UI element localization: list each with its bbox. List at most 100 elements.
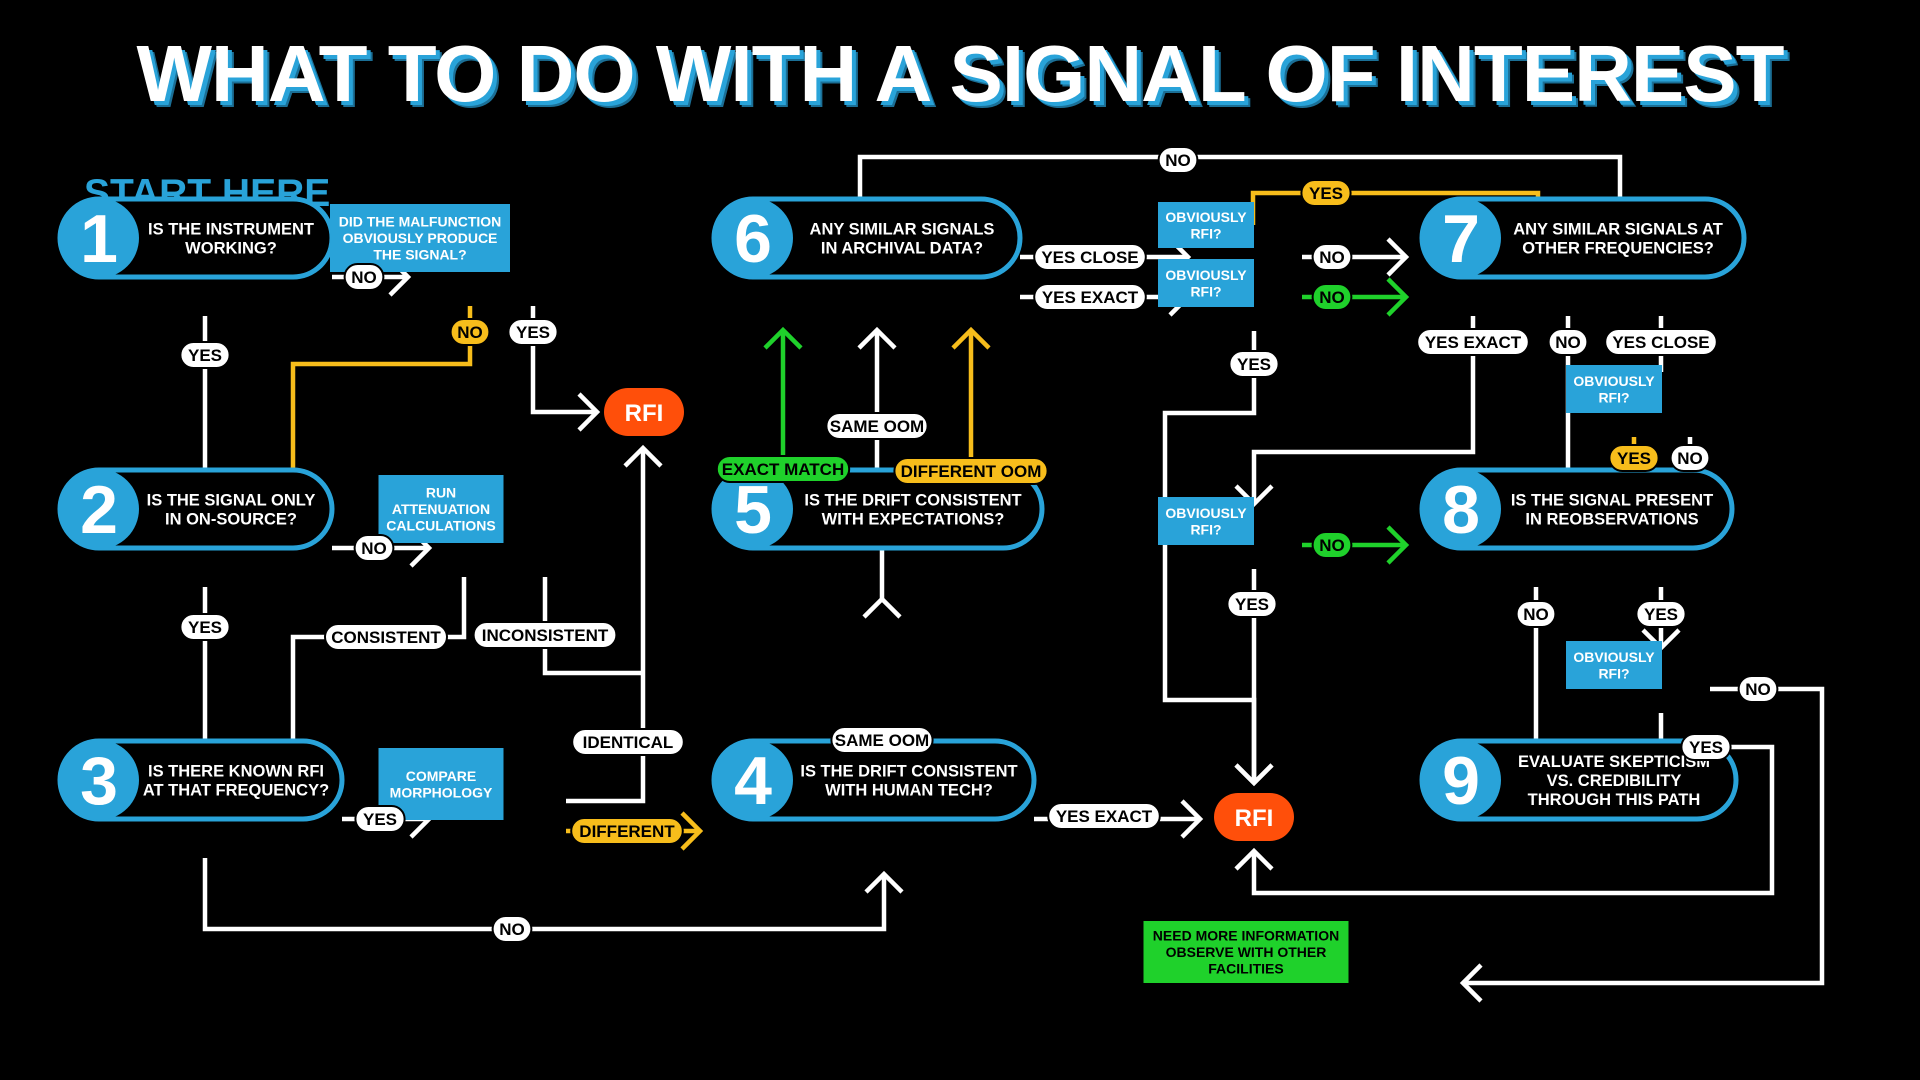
- edge-label-no: NO: [353, 534, 395, 562]
- edge-label-pill: [1157, 146, 1199, 174]
- edge-label-text: CONSISTENT: [331, 628, 441, 647]
- edge-label-yes: YES: [354, 805, 406, 833]
- edge-label-pill: [449, 318, 491, 346]
- node-question-text: THROUGH THIS PATH: [1528, 791, 1701, 809]
- edge-label-different: DIFFERENT: [570, 817, 684, 845]
- edge-label-pill: [179, 341, 231, 369]
- edge-label-pill: [507, 318, 559, 346]
- node-number: 9: [1442, 743, 1480, 819]
- node-number: 6: [734, 201, 772, 277]
- arrowhead: [1180, 799, 1204, 839]
- edge-label-inconsistent: INCONSISTENT: [472, 621, 618, 649]
- edge-label-yes: YES: [1226, 590, 1278, 618]
- box-background: [1158, 497, 1254, 545]
- edge-label-text: NO: [1555, 333, 1581, 352]
- edge-label-pill: [825, 412, 929, 440]
- node-number-circle: [1421, 198, 1501, 278]
- edge-label-yes-close: YES CLOSE: [1033, 243, 1147, 271]
- edge-label-text: YES CLOSE: [1612, 333, 1709, 352]
- box-background: [1566, 641, 1662, 689]
- arrowhead: [864, 870, 904, 894]
- node-question-text: IN REOBSERVATIONS: [1525, 511, 1698, 529]
- node-question-text: ANY SIMILAR SIGNALS AT: [1513, 221, 1723, 239]
- edge-label-text: YES EXACT: [1056, 807, 1153, 826]
- edge-label-pill: [1416, 328, 1530, 356]
- arrowhead: [1459, 963, 1483, 1003]
- box-text: OBVIOUSLY: [1573, 373, 1655, 389]
- connector-line: [542, 577, 643, 676]
- edge-label-text: YES EXACT: [1042, 288, 1139, 307]
- arrowhead: [577, 392, 601, 432]
- rfi-terminal: RFI: [604, 388, 684, 436]
- edge-label-exact-match: EXACT MATCH: [715, 455, 851, 483]
- box-background: [1566, 365, 1662, 413]
- connector-line: [202, 858, 887, 932]
- node-number-circle: [713, 198, 793, 278]
- box-background: [1143, 921, 1349, 983]
- node-question-text: WITH HUMAN TECH?: [825, 782, 993, 800]
- edge-label-text: SAME OOM: [830, 417, 924, 436]
- node-question-text: WITH EXPECTATIONS?: [822, 511, 1005, 529]
- edge-label-yes-exact: YES EXACT: [1033, 283, 1147, 311]
- edge-label-text: IDENTICAL: [583, 733, 674, 752]
- node-question-text: WORKING?: [185, 240, 277, 258]
- edge-label-pill: [1033, 243, 1147, 271]
- edge-label-pill: [1226, 590, 1278, 618]
- edge-label-yes: YES: [1680, 733, 1732, 761]
- rfi-terminal-shape: [1214, 793, 1294, 841]
- edge-label-yes: YES: [179, 613, 231, 641]
- edge-label-pill: [179, 613, 231, 641]
- edge-label-yes: YES: [507, 318, 559, 346]
- node-number: 4: [734, 743, 772, 819]
- arrowhead: [623, 444, 663, 468]
- edge-label-yes: YES: [179, 341, 231, 369]
- connector-line: [290, 306, 473, 492]
- arrowhead: [862, 595, 902, 619]
- edge-label-yes-exact: YES EXACT: [1047, 802, 1161, 830]
- edge-label-text: YES CLOSE: [1041, 248, 1138, 267]
- edge-label-pill: [1737, 675, 1779, 703]
- arrowhead: [680, 811, 704, 851]
- arrowhead: [857, 326, 897, 350]
- edge-label-consistent: CONSISTENT: [324, 623, 448, 651]
- edge-label-text: EXACT MATCH: [722, 460, 844, 479]
- edge-label-pill: [354, 805, 406, 833]
- edge-label-yes: YES: [1228, 350, 1280, 378]
- edge-label-pill: [1311, 243, 1353, 271]
- edge-label-yes-close: YES CLOSE: [1604, 328, 1718, 356]
- edge-label-no: NO: [1311, 283, 1353, 311]
- box-text: NEED MORE INFORMATION: [1153, 928, 1339, 944]
- edge-label-no: NO: [1669, 444, 1711, 472]
- edge-label-yes: YES: [1635, 600, 1687, 628]
- box-text: CALCULATIONS: [386, 518, 495, 534]
- edge-label-no: NO: [491, 915, 533, 943]
- edge-label-pill: [1547, 328, 1589, 356]
- edge-label-pill: [1604, 328, 1718, 356]
- edge-label-no: NO: [343, 263, 385, 291]
- rfi-terminal: RFI: [1214, 793, 1294, 841]
- box-text: THE SIGNAL?: [373, 247, 466, 263]
- edge-label-pill: [1680, 733, 1732, 761]
- edge-label-pill: [1311, 283, 1353, 311]
- node-number-circle: [1421, 469, 1501, 549]
- edge-label-text: NO: [1319, 288, 1345, 307]
- edge-label-pill: [893, 457, 1049, 485]
- node-question-text: IS THE DRIFT CONSISTENT: [804, 492, 1021, 510]
- edge-label-text: NO: [499, 920, 525, 939]
- edge-label-text: YES: [1235, 595, 1269, 614]
- edge-label-text: NO: [1677, 449, 1703, 468]
- edge-label-text: NO: [361, 539, 387, 558]
- edge-label-text: NO: [457, 323, 483, 342]
- node-question-text: IS THE INSTRUMENT: [148, 221, 314, 239]
- rfi-terminal-label: RFI: [1235, 805, 1274, 832]
- edge-label-pill: [324, 623, 448, 651]
